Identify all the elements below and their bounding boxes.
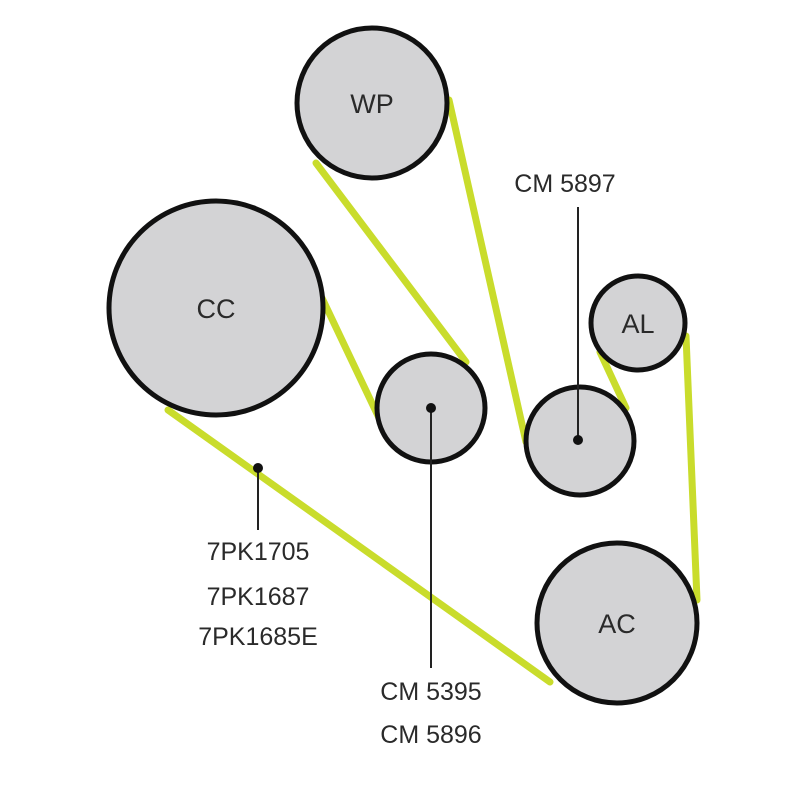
callout-idler-1: CM 5395 xyxy=(380,678,481,706)
callout-tensioner: CM 5897 xyxy=(514,170,615,198)
pulley-cc xyxy=(106,198,326,418)
callout-belt-1: 7PK1705 xyxy=(207,538,310,566)
belt-wp-tensioner xyxy=(445,96,530,446)
belt-al-tensioner xyxy=(596,348,630,412)
label-cc: CC xyxy=(197,294,236,324)
label-ac: AC xyxy=(598,609,636,639)
label-wp: WP xyxy=(350,89,394,119)
belt-cc-ac xyxy=(164,406,554,686)
dot-belt xyxy=(253,463,263,473)
pulley-al xyxy=(588,273,688,373)
callout-idler-2: CM 5896 xyxy=(380,721,481,749)
belt-wp-idler xyxy=(312,159,470,366)
pulley-ac xyxy=(534,540,700,706)
dot-tensioner xyxy=(573,435,583,445)
belt-cc-idler xyxy=(318,294,383,422)
callout-belt-2: 7PK1687 xyxy=(207,583,310,611)
dot-idler xyxy=(426,403,436,413)
label-al: AL xyxy=(621,309,654,339)
callout-belt-3: 7PK1685E xyxy=(198,623,318,651)
belt-al-ac xyxy=(682,332,701,604)
pulley-wp xyxy=(294,25,450,181)
